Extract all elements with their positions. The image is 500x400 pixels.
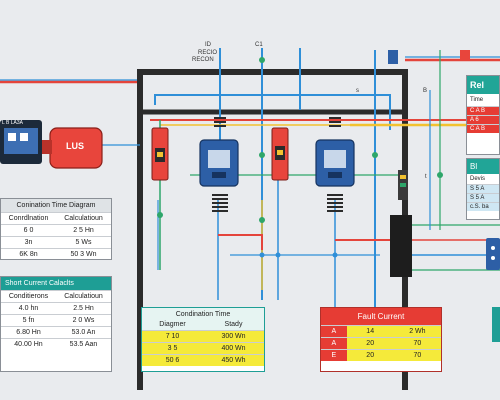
table-row: A 14 2 Wh (321, 325, 441, 337)
fault-current-table: Fault Current A 14 2 Wh A 20 70 E 20 70 (320, 307, 442, 372)
top-label-recon: RECON (192, 57, 214, 63)
table-cell: 6K 8n (19, 251, 38, 258)
table-cell: 400 Wn (221, 345, 246, 352)
table-row: 40.00 Hn 53.5 Aan (1, 338, 111, 350)
side-tag-2: B (423, 88, 428, 94)
table-row: A 20 70 (321, 337, 441, 349)
table-row: 5 fn 2 0 Ws (1, 314, 111, 326)
table-cell: 70 (393, 338, 441, 349)
side-tag-3: t (425, 174, 427, 180)
table-row: 6.80 Hn 53.0 An (1, 326, 111, 338)
table-row: 3n 5 Ws (1, 236, 111, 248)
breaker-1 (151, 127, 169, 181)
table-cell: 50 6 (165, 357, 180, 364)
panel-row: S 5 A (467, 184, 499, 193)
relay-settings-panel: Rel Time C A B A 6 C A B (466, 75, 500, 155)
switch-markers (157, 57, 443, 258)
side-tag-1: s (356, 88, 359, 94)
table-row: E 20 70 (321, 349, 441, 361)
table-cell: 6 0 (23, 227, 34, 234)
left-relay-label: L B LA3A (2, 120, 23, 126)
table-row: 50 6 450 Wh (142, 354, 264, 366)
table-row: 3 5 400 Wn (142, 342, 264, 354)
relay-1 (199, 139, 239, 187)
table-cell: 2 0 Ws (72, 317, 95, 324)
table-cell: 70 (393, 350, 441, 361)
panel-row: C A B (467, 106, 499, 115)
table-cell: 53.0 An (71, 329, 96, 336)
table-row: 6 0 2 5 Hn (1, 224, 111, 236)
top-label-id: ID (205, 42, 211, 48)
panel-row: S 5 A (467, 193, 499, 202)
left-relay-unit (0, 120, 42, 164)
table-cell: A (321, 326, 347, 337)
insulator-stack-2 (327, 117, 343, 212)
table-title: Conination Time Diagram (1, 199, 111, 212)
table-row: 7 10 300 Wn (142, 330, 264, 342)
table-cell: E (321, 350, 347, 361)
bottom-right-panel-edge (492, 307, 500, 342)
lus-device (42, 127, 103, 169)
table-title: Fault Current (321, 308, 441, 325)
table-row: 6K 8n 50 3 Wn (1, 248, 111, 260)
panel-row: C A B (467, 124, 499, 133)
table-cell: 6.80 Hn (16, 329, 41, 336)
coordination-table-left: Conination Time Diagram Conrdlnation Cal… (0, 198, 112, 260)
table-title: Condination Time (142, 308, 264, 319)
table-row: 4.0 hn 2.5 Hn (1, 302, 111, 314)
column-header: Conditierons (8, 293, 49, 300)
breaker-2 (271, 127, 289, 181)
table-cell: 20 (346, 350, 394, 361)
insulator-stack-1 (212, 117, 228, 212)
table-header-row: Conrdlnation Calculatioun (1, 212, 111, 224)
panel-subtitle: Time (470, 97, 484, 103)
device-panel: Bl Devis S 5 A S 5 A c.S. ba (466, 158, 500, 220)
table-cell: 2 Wh (393, 326, 441, 337)
panel-subtitle: Devis (470, 176, 486, 182)
panel-title: Bl (467, 159, 499, 174)
table-cell: 2.5 Hn (73, 305, 94, 312)
table-cell: 2 5 Hn (73, 227, 94, 234)
table-subtitle-row: Diagmer Stady (142, 319, 264, 330)
column-header: Conrdlnation (8, 215, 49, 222)
table-cell: 5 Ws (75, 239, 92, 246)
panel-row: c.S. ba (467, 202, 499, 211)
column-header: Calculatioun (64, 215, 103, 222)
table-title: Short Current Calaclts (1, 277, 111, 290)
table-cell: 7 10 (165, 333, 180, 340)
table-cell: 20 (346, 338, 394, 349)
top-label-recio: RECIO (198, 50, 218, 56)
top-label-c1: C1 (255, 42, 263, 48)
table-cell: 4.0 hn (18, 305, 39, 312)
table-cell: 450 Wh (221, 357, 246, 364)
table-cell: 14 (346, 326, 394, 337)
table-subtitle: Stady (224, 321, 243, 328)
table-header-row: Conditierons Calculatioun (1, 290, 111, 302)
table-subtitle: Diagmer (159, 321, 186, 328)
table-cell: A (321, 338, 347, 349)
table-cell: 40.00 Hn (14, 341, 43, 348)
column-header: Calculatioun (64, 293, 103, 300)
control-cabinet (390, 215, 412, 277)
panel-title: Rel (467, 76, 499, 94)
top-tag (388, 50, 398, 64)
coordination-table-mid: Condination Time Diagmer Stady 7 10 300 … (141, 307, 265, 372)
table-cell: 3 5 (167, 345, 178, 352)
table-cell: 53.5 Aan (69, 341, 98, 348)
panel-row: A 6 (467, 115, 499, 124)
blue-loop (154, 94, 391, 130)
short-current-table: Short Current Calaclts Conditierons Calc… (0, 276, 112, 372)
table-cell: 3n (24, 239, 33, 246)
lus-label: LUS (66, 141, 84, 151)
relay-2 (315, 139, 355, 187)
table-cell: 50 3 Wn (70, 251, 97, 258)
table-cell: 5 fn (22, 317, 35, 324)
right-device (486, 238, 500, 270)
table-cell: 300 Wn (221, 333, 246, 340)
